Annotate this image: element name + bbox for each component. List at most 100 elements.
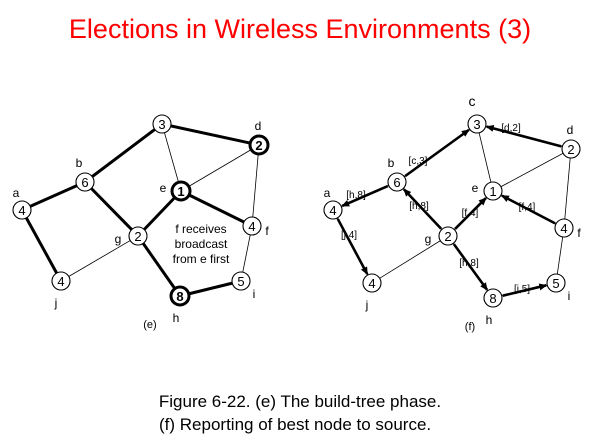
right-edge-d-f (563, 148, 572, 229)
left-node-g: 2g (115, 226, 148, 246)
left-node-circle-f (242, 216, 262, 236)
left-node-circle-c (152, 114, 172, 134)
report-arrow-g-h (452, 243, 489, 291)
left-note-line-1: f receives (175, 222, 226, 236)
left-edge-g-j (60, 235, 139, 282)
left-node-label-e: e (160, 181, 167, 195)
right-node-g: 2g (425, 226, 458, 246)
left-edge-b-g (83, 180, 140, 238)
left-node-label-a: a (13, 186, 20, 200)
left-node-label-f: f (265, 224, 269, 238)
left-note-line-3: from e first (173, 252, 230, 266)
right-panel-label: (f) (465, 321, 475, 333)
report-graph: [d,2][c,3][h,8][h,8][f,4][f,4][j,4][h,8]… (323, 93, 581, 333)
report-label-a-j: [j,4] (341, 230, 357, 241)
left-node-circle-d (248, 134, 270, 156)
left-node-capacity-c: 3 (158, 117, 165, 132)
left-node-capacity-b: 6 (81, 175, 88, 190)
right-node-capacity-d: 2 (567, 142, 574, 157)
right-node-circle-e (483, 181, 503, 201)
left-node-circle-i (231, 271, 251, 291)
report-label-b-c: [c,3] (409, 156, 428, 167)
report-arrow-f-e (500, 194, 556, 225)
report-arrow-b-a (341, 184, 389, 208)
right-node-a: 4a (323, 186, 343, 220)
right-edge-g-j (371, 235, 449, 284)
left-node-circle-j (51, 271, 71, 291)
right-node-label-f: f (577, 226, 581, 240)
report-arrow-b-c (404, 128, 470, 178)
left-node-a: 4a (12, 186, 32, 220)
right-node-circle-g (438, 226, 458, 246)
left-node-b: 6b (75, 156, 95, 192)
left-node-h: 8h (169, 285, 191, 325)
right-node-e: 1e (472, 181, 503, 201)
right-node-label-a: a (324, 186, 331, 200)
left-node-i: 5i (231, 271, 256, 301)
left-node-label-h: h (173, 311, 180, 325)
right-node-h: 8h (483, 288, 503, 327)
right-edge-c-e (476, 123, 494, 192)
left-node-circle-b (75, 172, 95, 192)
left-edge-d-e (180, 144, 260, 192)
left-edge-a-b (21, 180, 86, 212)
right-node-circle-b (387, 172, 407, 192)
left-node-label-b: b (76, 156, 83, 170)
right-node-capacity-f: 4 (560, 221, 567, 236)
left-edge-c-e (161, 123, 182, 192)
right-node-circle-f (554, 218, 574, 238)
report-arrow-a-j (336, 218, 369, 276)
left-panel-label: (e) (143, 319, 156, 331)
left-node-j: 4j (51, 271, 71, 310)
right-node-circle-c (467, 114, 487, 134)
report-label-d-c: [d,2] (501, 123, 521, 134)
right-node-circle-h (483, 288, 503, 308)
right-node-capacity-e: 1 (489, 184, 496, 199)
right-node-label-i: i (568, 289, 571, 303)
left-node-capacity-i: 5 (237, 274, 244, 289)
right-node-circle-j (362, 273, 382, 293)
right-node-d: 2d (561, 123, 581, 159)
left-node-capacity-e: 1 (177, 184, 184, 199)
right-node-capacity-j: 4 (368, 276, 375, 291)
right-node-capacity-a: 4 (329, 203, 336, 218)
right-node-b: 6b (387, 156, 407, 192)
right-node-circle-d (561, 139, 581, 159)
left-node-c: 3 (152, 114, 172, 134)
right-node-label-d: d (567, 123, 574, 137)
left-node-circle-e (170, 180, 192, 202)
right-node-capacity-b: 6 (393, 175, 400, 190)
right-node-label-g: g (425, 232, 432, 246)
right-node-label-e: e (472, 181, 479, 195)
right-node-label-b: b (388, 156, 395, 170)
report-arrow-h-i (502, 283, 548, 297)
report-label-g-h: [h,8] (459, 258, 479, 269)
left-edge-a-j (20, 209, 63, 282)
left-node-capacity-a: 4 (18, 203, 25, 218)
right-node-circle-a (323, 200, 343, 220)
left-node-capacity-d: 2 (255, 138, 262, 153)
report-arrow-g-e (454, 197, 487, 230)
left-edge-g-h (136, 235, 182, 297)
right-node-capacity-h: 8 (489, 291, 496, 306)
left-node-capacity-f: 4 (248, 219, 255, 234)
report-label-h-i: [i,5] (514, 284, 530, 295)
left-node-label-i: i (253, 287, 256, 301)
left-node-label-d: d (255, 119, 262, 133)
slide-title: Elections in Wireless Environments (3) (68, 14, 532, 44)
left-node-d: 2d (248, 119, 270, 156)
caption-line-2: (f) Reporting of best node to source. (159, 415, 432, 434)
right-node-circle-i (546, 273, 566, 293)
left-note-line-2: broadcast (175, 237, 228, 251)
left-node-label-j: j (54, 296, 58, 310)
report-arrow-g-b (402, 188, 443, 230)
left-edge-c-d (161, 122, 260, 147)
left-node-circle-h (169, 285, 191, 307)
left-node-circle-a (12, 200, 32, 220)
left-node-label-g: g (115, 232, 122, 246)
